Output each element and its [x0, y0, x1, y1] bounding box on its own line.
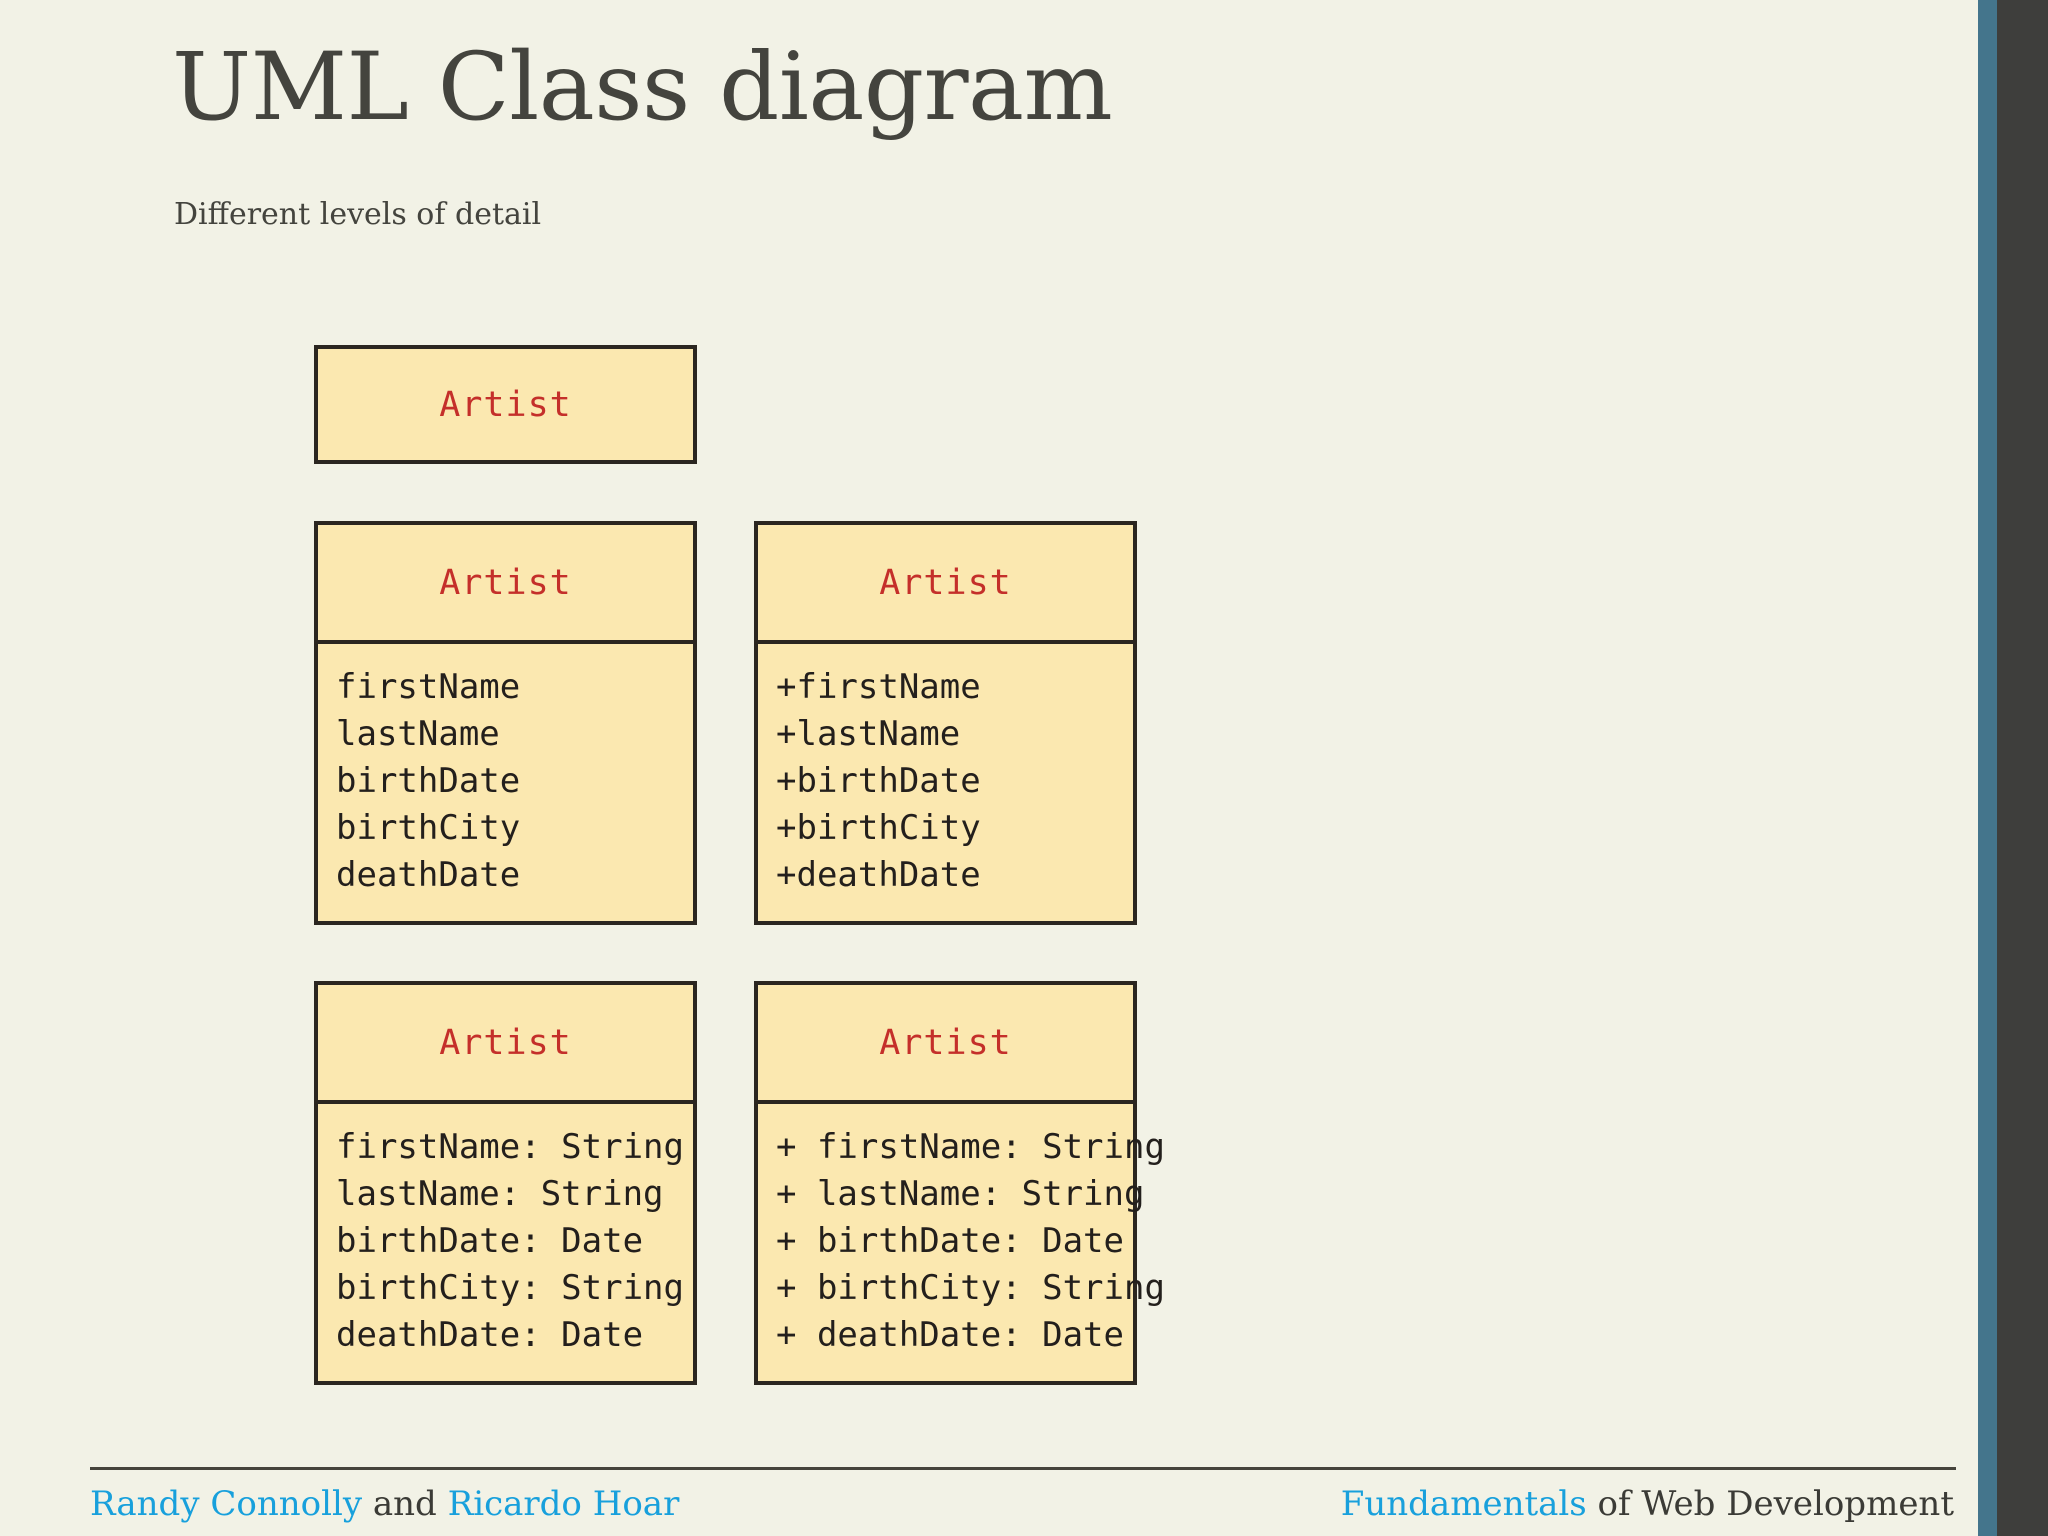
right-edge-dark-stripe	[1997, 0, 2048, 1536]
uml-attribute: + firstName: String	[776, 1127, 1165, 1167]
uml-attribute: deathDate	[336, 855, 521, 895]
uml-name-compartment: Artist	[758, 525, 1133, 640]
uml-class-name: Artist	[439, 384, 572, 425]
uml-attribute: firstName	[336, 667, 521, 707]
uml-class-box-attributes-visibility: Artist +firstName +lastName +birthDate +…	[754, 521, 1137, 925]
uml-name-compartment: Artist	[318, 525, 693, 640]
uml-class-name: Artist	[879, 1022, 1012, 1063]
uml-attribute: birthCity	[336, 808, 521, 848]
page-subtitle: Different levels of detail	[174, 197, 542, 232]
uml-attribute: deathDate: Date	[336, 1315, 644, 1355]
uml-class-box-attributes-plain: Artist firstName lastName birthDate birt…	[314, 521, 697, 925]
uml-attribute: +deathDate	[776, 855, 981, 895]
uml-attribute-compartment: firstName: String lastName: String birth…	[318, 1100, 693, 1359]
footer-author-conjunction: and	[362, 1484, 448, 1524]
footer-authors: Randy Connolly and Ricardo Hoar	[90, 1482, 679, 1526]
uml-attribute-compartment: + firstName: String + lastName: String +…	[758, 1100, 1165, 1359]
uml-class-name: Artist	[879, 562, 1012, 603]
uml-attribute-compartment: firstName lastName birthDate birthCity d…	[318, 640, 693, 899]
uml-attribute: firstName: String	[336, 1127, 684, 1167]
uml-attribute: +birthCity	[776, 808, 981, 848]
uml-attribute: birthCity: String	[336, 1268, 684, 1308]
uml-name-compartment: Artist	[318, 985, 693, 1100]
footer-book-title: Fundamentals of Web Development	[1341, 1482, 1954, 1526]
uml-attribute: birthDate	[336, 761, 521, 801]
footer-book-accent: Fundamentals	[1340, 1484, 1587, 1524]
footer-author-two: Ricardo Hoar	[447, 1484, 680, 1524]
uml-attribute: +lastName	[776, 714, 961, 754]
uml-class-box-typed-plain: Artist firstName: String lastName: Strin…	[314, 981, 697, 1385]
uml-attribute: + lastName: String	[776, 1174, 1145, 1214]
footer-author-one: Randy Connolly	[90, 1484, 363, 1524]
footer-divider	[90, 1467, 1956, 1470]
uml-attribute: + birthCity: String	[776, 1268, 1165, 1308]
uml-name-compartment: Artist	[758, 985, 1133, 1100]
uml-class-name: Artist	[439, 1022, 572, 1063]
uml-attribute: lastName	[336, 714, 500, 754]
uml-attribute: lastName: String	[336, 1174, 664, 1214]
uml-attribute: +firstName	[776, 667, 981, 707]
uml-class-box-name-only: Artist	[314, 345, 697, 464]
uml-class-name: Artist	[439, 562, 572, 603]
uml-name-compartment: Artist	[318, 349, 693, 460]
uml-attribute: +birthDate	[776, 761, 981, 801]
page-title: UML Class diagram	[172, 33, 1113, 142]
uml-attribute: birthDate: Date	[336, 1221, 644, 1261]
uml-attribute: + birthDate: Date	[776, 1221, 1124, 1261]
uml-attribute-compartment: +firstName +lastName +birthDate +birthCi…	[758, 640, 1133, 899]
footer-book-rest: of Web Development	[1586, 1484, 1954, 1524]
uml-class-box-typed-visibility: Artist + firstName: String + lastName: S…	[754, 981, 1165, 1385]
right-edge-teal-stripe	[1978, 0, 1997, 1536]
uml-attribute: + deathDate: Date	[776, 1315, 1124, 1355]
